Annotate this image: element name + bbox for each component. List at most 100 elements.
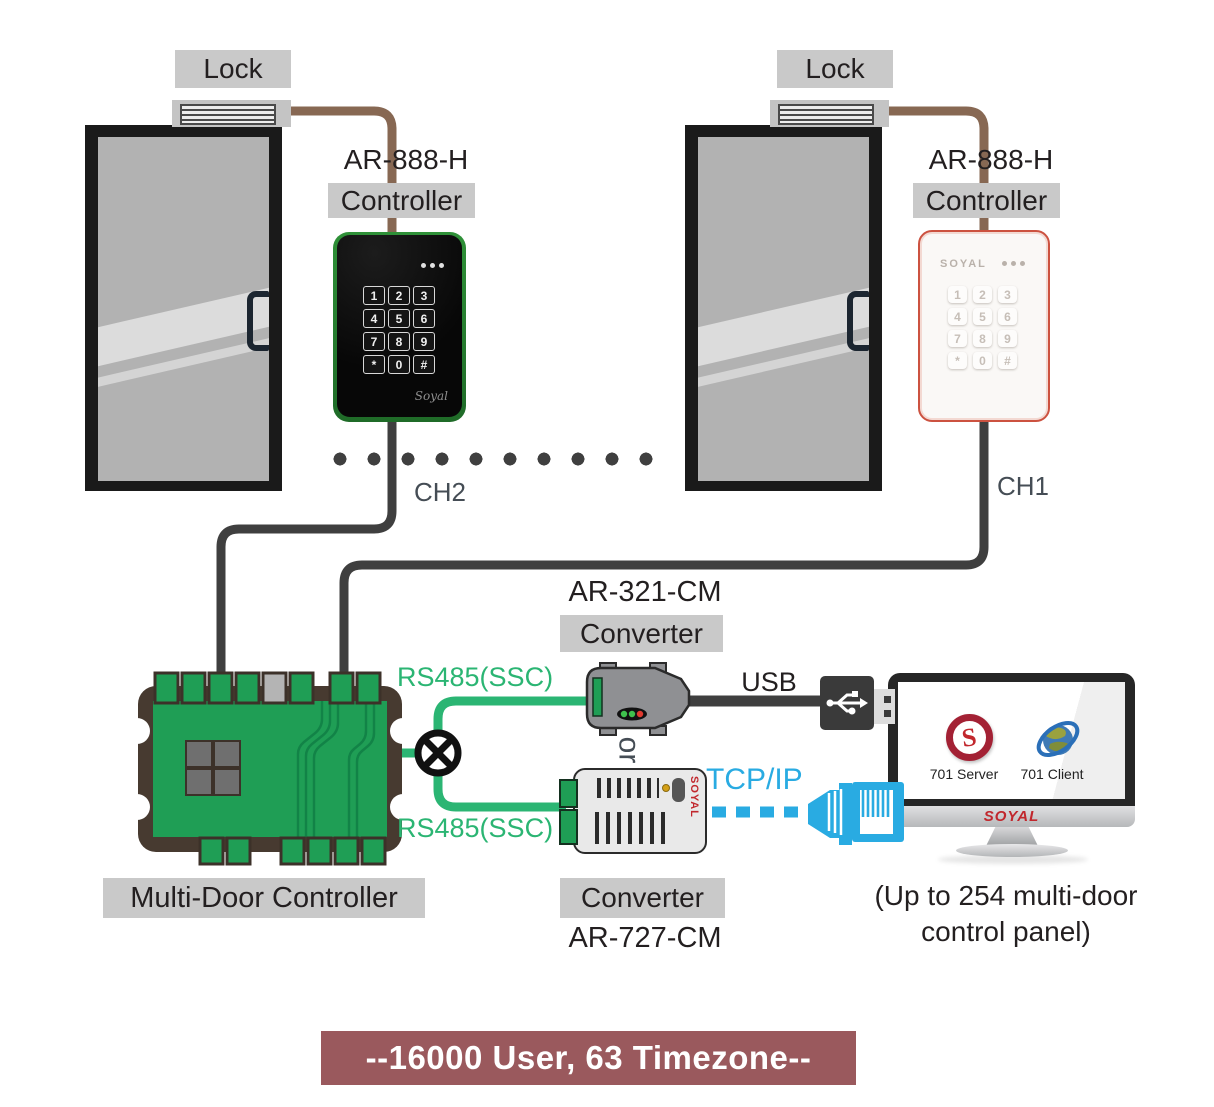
led-dots — [1002, 261, 1025, 266]
usb-metal-tip — [874, 689, 895, 724]
keypad-key-4: 4 — [363, 309, 385, 328]
ar727-converter-label: Converter — [560, 878, 725, 918]
lock-wire-right — [889, 106, 989, 233]
keypad-key-3: 3 — [998, 286, 1017, 303]
keypad-key-9: 9 — [413, 332, 435, 351]
pcb-traces — [296, 701, 376, 837]
rs485-upper — [433, 696, 592, 753]
monitor-chin: SOYAL — [888, 806, 1135, 827]
keypad-key-#: # — [413, 355, 435, 374]
ar321-converter-device — [585, 662, 691, 736]
led-dots — [421, 263, 444, 268]
monitor-shadow — [938, 855, 1088, 864]
bus-continuation-dots — [331, 450, 653, 468]
junction-icon — [414, 729, 462, 777]
keypad-key-8: 8 — [388, 332, 410, 351]
keypad-key-1: 1 — [948, 286, 967, 303]
capacity-note-line2: control panel) — [921, 916, 1091, 947]
soyal-script-logo: Soyal — [414, 389, 448, 403]
rs485-terminal-b — [559, 809, 578, 845]
maglock-left — [172, 100, 291, 127]
door-left-glass — [98, 137, 269, 481]
pcb-chip — [185, 740, 241, 796]
ar321-model-label: AR-321-CM — [568, 575, 722, 608]
maglock-left-grille — [180, 104, 276, 125]
usb-label: USB — [741, 666, 797, 697]
model-label-left: AR-888-H — [343, 144, 469, 175]
monitor-brand: SOYAL — [983, 808, 1040, 825]
capacity-note-line1: (Up to 254 multi-door — [874, 880, 1138, 911]
server-label: 701 Server — [929, 766, 999, 782]
keypad-key-0: 0 — [973, 352, 992, 369]
keypad-key-2: 2 — [388, 286, 410, 305]
pcb-terminals-top — [153, 671, 382, 705]
controller-label-right: Controller — [913, 183, 1060, 218]
keypad-key-2: 2 — [973, 286, 992, 303]
power-led — [662, 784, 670, 792]
ch1-wire — [339, 418, 989, 688]
vent-slots-bottom — [595, 812, 667, 844]
keypad-key-*: * — [948, 352, 967, 369]
rs485-lower — [433, 753, 566, 812]
keypad-key-6: 6 — [998, 308, 1017, 325]
keypad-key-9: 9 — [998, 330, 1017, 347]
multi-door-controller-board — [124, 671, 416, 866]
vent-slots-top — [597, 778, 659, 798]
ar727-model-label: AR-727-CM — [568, 921, 722, 954]
ar727-converter-device: SOYAL — [573, 768, 707, 854]
lock-label-left: Lock — [175, 50, 291, 88]
door-left — [85, 125, 282, 491]
keypad-key-1: 1 — [363, 286, 385, 305]
ch2-label: CH2 — [414, 477, 467, 507]
rs485-label-bottom: RS485(SSC) — [397, 813, 554, 843]
model-label-right: AR-888-H — [928, 144, 1054, 175]
dongle-leds — [617, 707, 647, 721]
client-label: 701 Client — [1020, 766, 1084, 782]
keypad-key-5: 5 — [388, 309, 410, 328]
door-left-handle — [247, 291, 269, 351]
lock-wire-left — [291, 106, 397, 236]
lock-label-right: Lock — [777, 50, 893, 88]
keypad-key-*: * — [363, 355, 385, 374]
globe-icon — [1036, 721, 1080, 757]
soyal-s-logo: S — [960, 721, 979, 753]
keypad-key-7: 7 — [363, 332, 385, 351]
door-right-glass — [698, 137, 869, 481]
monitor: S 701 Server 701 Client — [888, 673, 1135, 806]
monitor-neck — [986, 827, 1038, 846]
controller-label-left: Controller — [328, 183, 475, 218]
keypad-key-0: 0 — [388, 355, 410, 374]
keypad-key-6: 6 — [413, 309, 435, 328]
soyal-brand-vertical: SOYAL — [688, 776, 700, 818]
door-right-handle — [847, 291, 869, 351]
maglock-right-grille — [778, 104, 874, 125]
pcb-terminals-bottom — [198, 836, 387, 866]
keypad-key-7: 7 — [948, 330, 967, 347]
ar321-converter-label: Converter — [560, 615, 723, 652]
monitor-screen: S 701 Server 701 Client — [898, 682, 1125, 799]
keypad-key-4: 4 — [948, 308, 967, 325]
dongle-green-stripe — [592, 677, 603, 717]
or-label: or — [612, 736, 646, 764]
ch1-label: CH1 — [997, 471, 1050, 501]
keypad-key-5: 5 — [973, 308, 992, 325]
server-icon: S — [946, 714, 993, 761]
usb-plug-icon — [820, 676, 874, 730]
keypad-key-3: 3 — [413, 286, 435, 305]
rj45-plug-icon — [808, 782, 904, 845]
dongle-body — [585, 666, 691, 730]
multi-door-controller-label: Multi-Door Controller — [103, 878, 425, 918]
keypad-key-8: 8 — [973, 330, 992, 347]
rs485-terminal-a — [559, 779, 578, 808]
tcpip-label: TCP/IP — [706, 763, 803, 796]
reset-button — [672, 778, 685, 802]
capacity-banner: --16000 User, 63 Timezone-- — [321, 1031, 856, 1085]
maglock-right — [770, 100, 889, 127]
monitor-base — [956, 844, 1068, 857]
soyal-brand-label: SOYAL — [940, 258, 987, 270]
